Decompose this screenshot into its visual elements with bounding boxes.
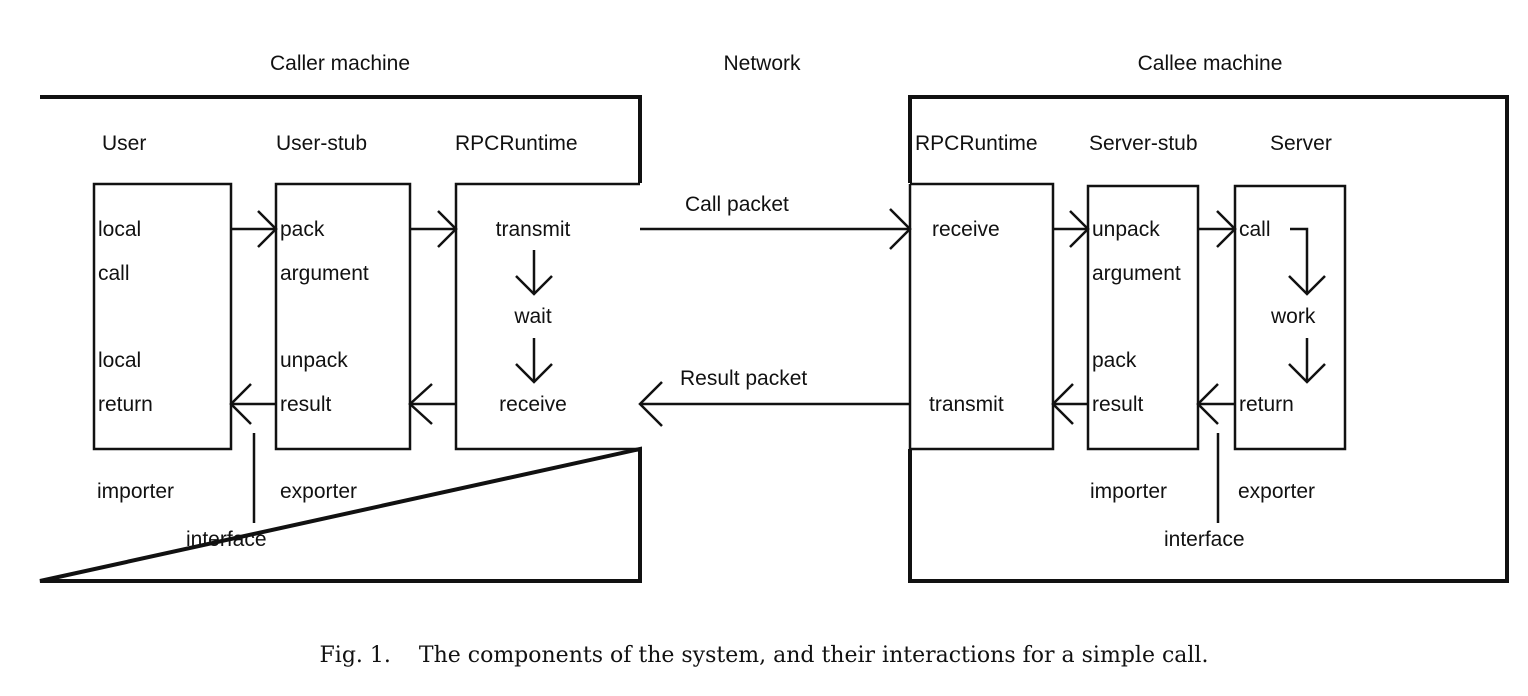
server-stub-box-line: result [1092,393,1144,416]
server-box-line: work [1270,305,1316,328]
call-packet-label: Call packet [685,193,789,216]
importer-label: importer [1090,480,1167,503]
exporter-label: exporter [1238,480,1315,503]
callee-rpc-box-line: receive [932,218,1000,241]
left-arrow-icon [1051,383,1088,425]
caller-machine-frame [39,95,642,583]
right-arrow-icon [1198,210,1237,248]
network: Call packet Result packet [638,193,912,427]
down-arrow-icon [515,338,553,384]
user-box-line: call [98,262,130,285]
caller-rpc-box-line: transmit [496,218,571,241]
server-stub-box-line: pack [1092,349,1137,372]
right-arrow-icon [231,210,278,248]
callee-machine: RPCRuntime Server-stub Server receive tr… [908,95,1509,583]
interface-label: interface [1164,528,1245,551]
right-arrow-icon [410,210,458,248]
user-stub-box-line: unpack [280,349,348,372]
callee-rpc-box-line: transmit [929,393,1004,416]
user-box-line: return [98,393,153,416]
figure-caption-text: The components of the system, and their … [418,643,1209,668]
callee-rpc-runtime-column-label: RPCRuntime [915,132,1038,155]
server-box [1233,184,1347,451]
server-box-line: return [1239,393,1294,416]
server-box-line: call [1239,218,1271,241]
left-arrow-icon [408,383,456,425]
figure-caption: Fig. 1. The components of the system, and… [0,643,1528,668]
user-stub-box-line: pack [280,218,325,241]
callee-machine-frame [908,95,1509,583]
caller-machine: User User-stub RPCRuntime local call loc… [39,95,642,583]
down-arrow-icon [1288,338,1326,384]
user-stub-box-line: argument [280,262,369,285]
callee-machine-heading: Callee machine [1138,52,1283,75]
result-packet-label: Result packet [680,367,807,390]
user-stub-box-line: result [280,393,332,416]
user-box-line: local [98,218,141,241]
user-stub-box [274,182,412,451]
left-arrow-icon [1196,383,1235,425]
network-heading: Network [723,52,801,75]
caller-rpc-box-line: receive [499,393,567,416]
down-arrow-icon [515,250,553,296]
user-column-label: User [102,132,146,155]
caller-machine-heading: Caller machine [270,52,410,75]
right-arrow-icon [1053,210,1090,248]
caller-rpc-box-line: wait [513,305,552,328]
rpc-runtime-column-label: RPCRuntime [455,132,578,155]
exporter-label: exporter [280,480,357,503]
call-to-work-arrow [1288,227,1326,296]
caller-rpc-runtime-box [454,182,640,451]
callee-rpc-runtime-box [910,182,1055,451]
left-arrow-icon [229,383,276,425]
user-stub-column-label: User-stub [276,132,367,155]
server-column-label: Server [1270,132,1332,155]
result-packet-arrow [638,381,910,427]
importer-label: importer [97,480,174,503]
server-stub-box-line: unpack [1092,218,1160,241]
figure-number: Fig. 1. [319,643,391,668]
interface-label: interface [186,528,267,551]
user-box-line: local [98,349,141,372]
server-stub-column-label: Server-stub [1089,132,1198,155]
server-stub-box-line: argument [1092,262,1181,285]
user-box [92,182,233,451]
server-stub-box [1086,184,1200,451]
